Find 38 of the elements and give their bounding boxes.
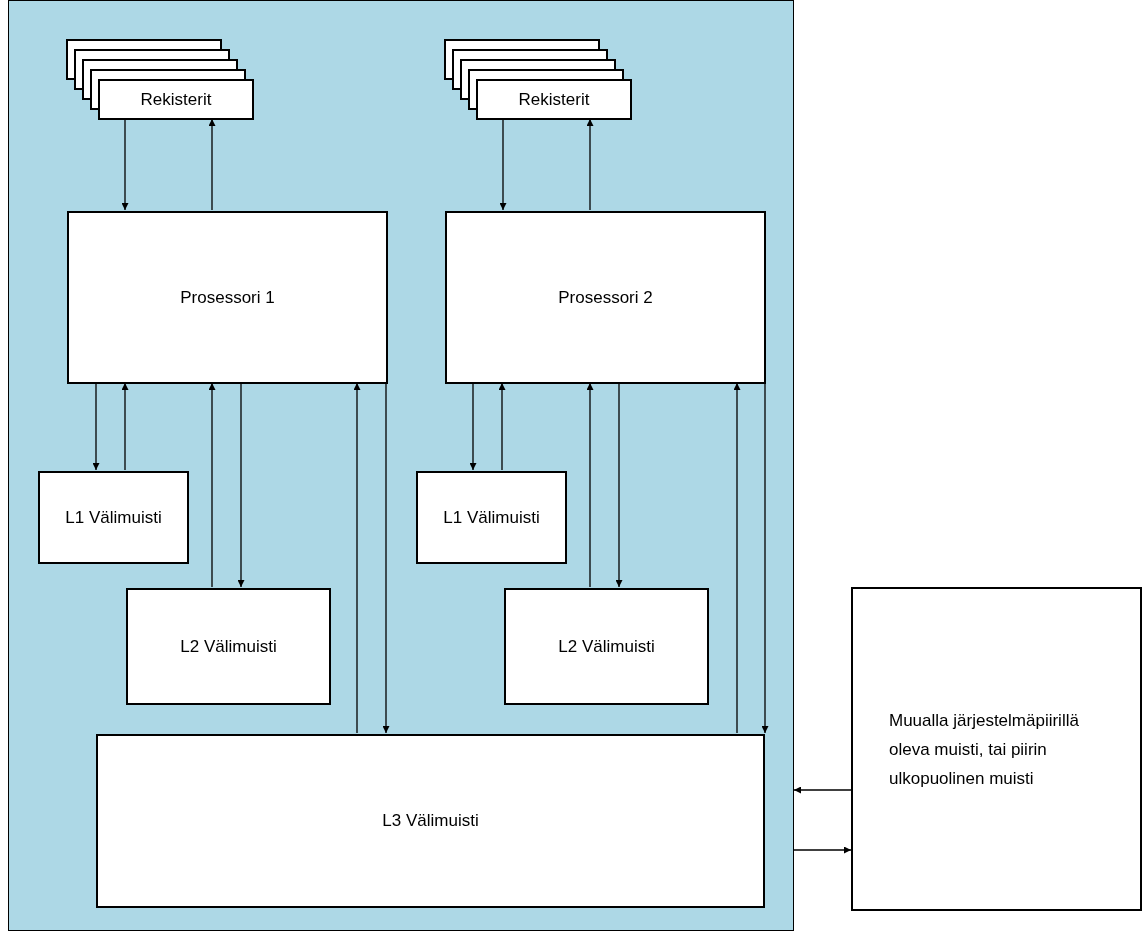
process-box	[416, 471, 567, 564]
arrow	[733, 382, 741, 734]
node-label: L2 Välimuisti	[558, 635, 655, 658]
process-box	[126, 588, 331, 705]
node-label: Rekisterit	[518, 88, 590, 111]
arrow	[469, 382, 477, 471]
arrow	[586, 118, 594, 211]
arrow	[586, 382, 594, 588]
node-label: Prosessori 1	[180, 286, 275, 309]
arrow	[208, 118, 216, 211]
process-box	[445, 211, 766, 384]
node-label: Muualla järjestelmäpiirillä oleva muisti, tai piirin ulkopuolinen muisti	[889, 709, 1080, 790]
process-box	[96, 734, 765, 908]
arrow	[121, 382, 129, 471]
arrow	[499, 118, 507, 211]
arrow	[761, 382, 769, 734]
node-label: L1 Välimuisti	[65, 506, 162, 529]
process-box	[38, 471, 189, 564]
node-label: Prosessori 2	[558, 286, 653, 309]
register-stack	[66, 39, 254, 120]
arrow	[382, 382, 390, 734]
process-box	[67, 211, 388, 384]
arrow	[793, 786, 852, 794]
arrow	[92, 382, 100, 471]
chip-panel	[8, 0, 794, 931]
arrow	[498, 382, 506, 471]
arrow	[121, 118, 129, 211]
node-label: L2 Välimuisti	[180, 635, 277, 658]
process-box	[851, 587, 1142, 911]
arrow	[793, 846, 852, 854]
node-label: Rekisterit	[140, 88, 212, 111]
arrow	[353, 382, 361, 734]
arrow	[208, 382, 216, 588]
process-box	[504, 588, 709, 705]
arrow	[237, 382, 245, 588]
arrow	[615, 382, 623, 588]
node-label: L3 Välimuisti	[382, 810, 479, 833]
node-label: L1 Välimuisti	[443, 506, 540, 529]
